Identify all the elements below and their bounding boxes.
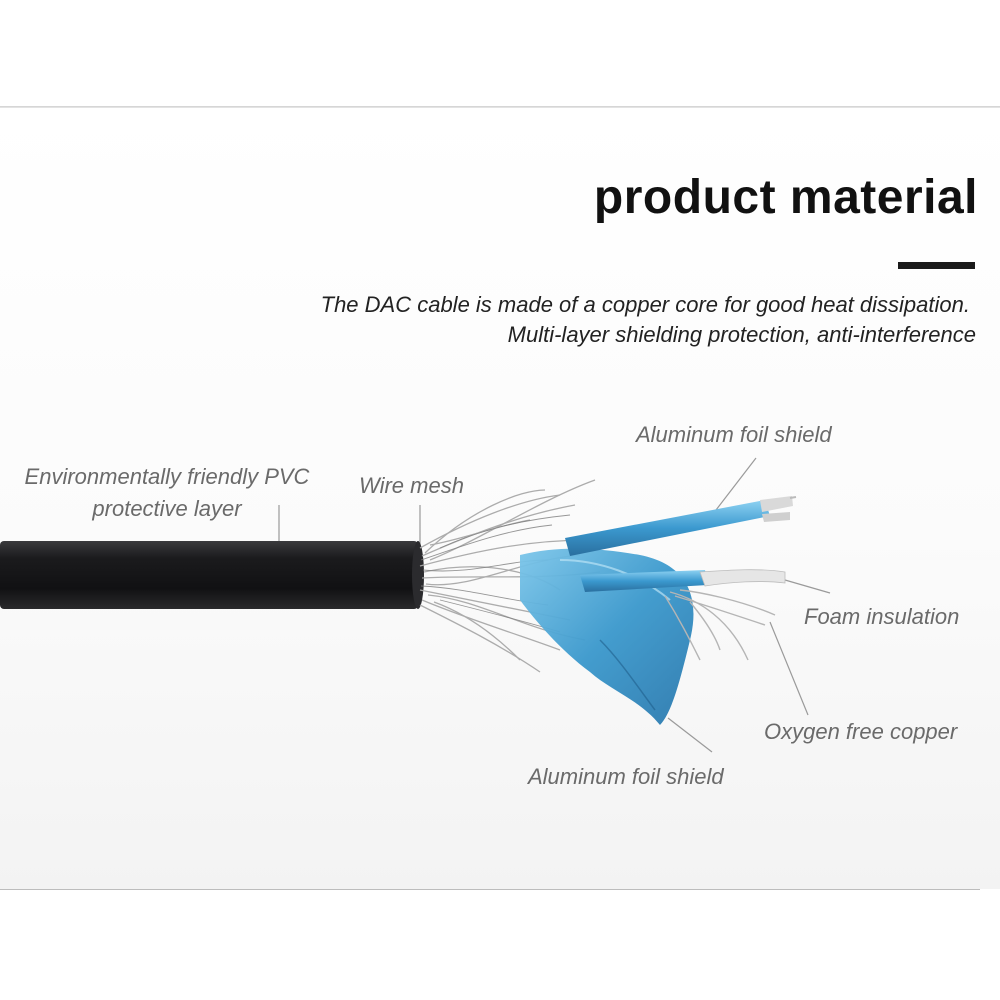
product-panel (0, 108, 1000, 889)
label-foam-insulation: Foam insulation (804, 604, 960, 629)
copper-conductor (664, 589, 776, 661)
bottom-divider (0, 889, 980, 890)
label-oxygen-free-copper: Oxygen free copper (764, 719, 958, 744)
label-wire-mesh: Wire mesh (359, 473, 464, 498)
label-pvc-layer: Environmentally friendly PVC protective … (8, 461, 326, 525)
pvc-jacket (0, 541, 418, 609)
label-aluminum-foil-bottom: Aluminum foil shield (528, 764, 724, 789)
top-divider (0, 106, 1000, 108)
label-aluminum-foil-top: Aluminum foil shield (636, 422, 832, 447)
description-line-2: Multi-layer shielding protection, anti-i… (507, 322, 976, 347)
label-pvc-line-1: Environmentally friendly PVC (24, 464, 310, 489)
foam-insulation (699, 569, 786, 587)
shielded-pair-lower (580, 570, 708, 592)
outer-foil (520, 548, 694, 725)
shielded-pair-upper (565, 500, 770, 556)
label-pvc-line-2: protective layer (92, 496, 242, 521)
description-line-1: The DAC cable is made of a copper core f… (320, 292, 970, 317)
title-underline (898, 262, 975, 269)
page-title: product material (593, 171, 978, 224)
